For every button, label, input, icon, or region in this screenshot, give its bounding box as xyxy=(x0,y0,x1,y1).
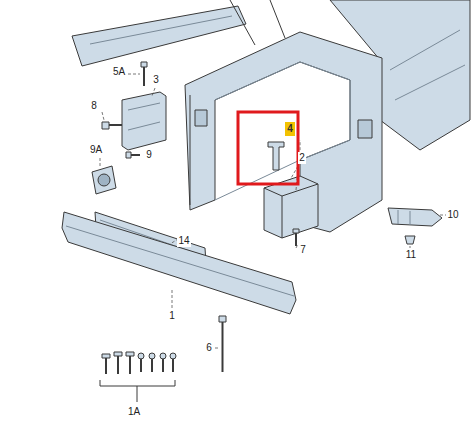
callout-number: 6 xyxy=(205,342,213,354)
callout-number: 1A xyxy=(127,406,141,418)
callout-number: 1 xyxy=(168,310,176,322)
side-member-end xyxy=(388,208,442,226)
callout-number: 10 xyxy=(446,209,459,221)
bracket xyxy=(122,92,166,150)
callout-number: 2 xyxy=(298,152,306,164)
callout-number: 4 xyxy=(285,122,295,136)
bumper-beam xyxy=(62,212,296,314)
small-bracket xyxy=(268,142,284,170)
callout-number: 3 xyxy=(152,74,160,86)
callout-number: 7 xyxy=(299,244,307,256)
callout-number: 9 xyxy=(145,149,153,161)
callout-number: 11 xyxy=(405,249,417,261)
highlight-box xyxy=(238,112,298,184)
callout-number: 8 xyxy=(90,100,98,112)
cowl-panel xyxy=(72,6,246,66)
screw-set xyxy=(102,352,176,374)
callout-number: 9A xyxy=(89,144,103,156)
callout-number: 5A xyxy=(112,66,126,78)
callout-number: 14 xyxy=(177,235,190,247)
sensor xyxy=(92,166,116,194)
